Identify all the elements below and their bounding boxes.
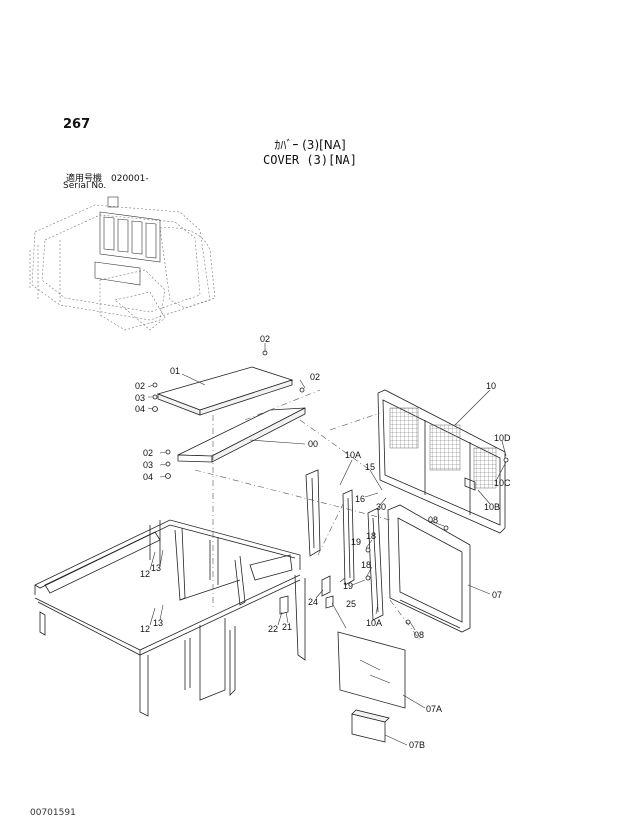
callout-08: 08	[428, 515, 438, 525]
callout-10a: 10A	[366, 618, 382, 628]
callout-12: 12	[140, 624, 150, 634]
callout-12: 12	[140, 569, 150, 579]
callout-30: 30	[376, 502, 386, 512]
assembly-centre-lines	[194, 389, 421, 641]
callout-13: 13	[153, 618, 163, 628]
panel-07b[interactable]	[351, 709, 390, 743]
callout-18: 18	[361, 560, 371, 570]
title-english: COVER (3)[NA]	[263, 153, 357, 167]
callout-07b: 07B	[409, 740, 425, 750]
callout-07a: 07A	[426, 704, 442, 714]
footer-code: 00701591	[30, 808, 76, 818]
access-door-07[interactable]	[387, 504, 471, 633]
callout-labels: 02 01 02 02 03 04 00 02 03 04 10 10D 10C…	[135, 334, 511, 750]
serial-label-japanese: 適用号機 020001-	[66, 174, 149, 184]
callout-10c: 10C	[494, 478, 511, 488]
callout-04: 04	[135, 404, 145, 414]
serial-label-english: Serial No.	[63, 181, 107, 191]
callout-21: 21	[282, 622, 292, 632]
callout-10d: 10D	[494, 433, 511, 443]
callout-10: 10	[486, 381, 496, 391]
side-panel-10a-right[interactable]	[365, 507, 384, 621]
callout-01: 01	[170, 366, 180, 376]
callout-13: 13	[151, 563, 161, 573]
callout-10a: 10A	[345, 450, 361, 460]
callout-16: 16	[355, 494, 365, 504]
callout-04: 04	[143, 472, 153, 482]
title-japanese: ｶﾊﾞｰ (3)[NA]	[274, 138, 346, 152]
callout-08: 08	[414, 630, 424, 640]
callout-15: 15	[365, 462, 375, 472]
callout-02: 02	[143, 448, 153, 458]
callout-02: 02	[310, 372, 320, 382]
callout-03: 03	[143, 460, 153, 470]
page-number: 267	[63, 117, 91, 132]
callout-25: 25	[346, 599, 356, 609]
callout-19: 19	[351, 537, 361, 547]
callout-10b: 10B	[484, 502, 500, 512]
machine-overview-illustration	[29, 196, 216, 331]
side-panel-10a-left[interactable]	[305, 469, 321, 557]
callout-07: 07	[492, 590, 502, 600]
bracket-21	[279, 595, 289, 615]
panel-07a[interactable]	[337, 631, 406, 709]
callout-24: 24	[308, 597, 318, 607]
callout-00: 00	[308, 439, 318, 449]
callout-22: 22	[268, 624, 278, 634]
side-panel-10a-middle[interactable]	[342, 489, 355, 586]
callout-02: 02	[135, 381, 145, 391]
callout-03: 03	[135, 393, 145, 403]
callout-02: 02	[260, 334, 270, 344]
callout-19: 19	[343, 581, 353, 591]
rear-grille-cover-10[interactable]	[377, 389, 509, 534]
top-cover-00[interactable]	[177, 407, 306, 463]
top-cover-01[interactable]	[156, 366, 294, 416]
leader-lines	[147, 343, 507, 746]
callout-18: 18	[366, 531, 376, 541]
cover-support-frame	[34, 519, 306, 717]
bracket-24	[321, 575, 334, 609]
